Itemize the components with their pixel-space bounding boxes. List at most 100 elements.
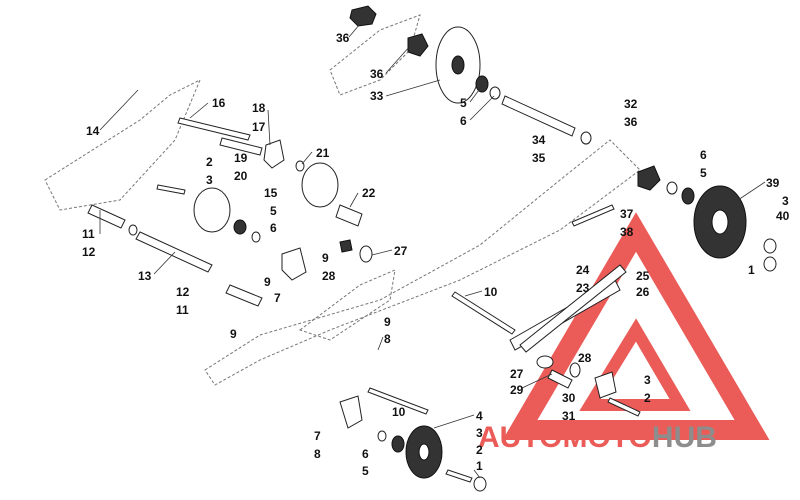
callout-6b: 6 — [270, 221, 277, 235]
callout-24: 24 — [576, 263, 590, 277]
arm-24 — [519, 264, 627, 353]
leader-33 — [385, 79, 441, 97]
callout-12a: 12 — [82, 245, 96, 259]
bolt-10 — [451, 291, 516, 335]
callout-6a: 6 — [460, 114, 467, 128]
bolt-2-bottom — [445, 469, 473, 483]
callout-23: 23 — [576, 281, 590, 295]
callout-37: 37 — [620, 207, 634, 221]
svg-text:AUTOMOTOHUB: AUTOMOTOHUB — [478, 421, 717, 454]
bolt-37 — [571, 204, 615, 227]
washer-28 — [359, 245, 373, 263]
shaft-16 — [177, 117, 251, 141]
watermark-hub: HUB — [652, 421, 717, 454]
wheel-15-right — [301, 162, 339, 208]
cap-40 — [763, 238, 777, 254]
callout-14: 14 — [86, 124, 100, 138]
leader-27a — [371, 249, 393, 256]
callout-8a: 8 — [384, 332, 391, 346]
wheel-4-center — [418, 443, 430, 461]
callout-5c: 5 — [700, 166, 707, 180]
callout-2c: 2 — [476, 443, 483, 457]
parts — [87, 5, 777, 492]
wheel-15 — [193, 187, 231, 233]
callout-29: 29 — [510, 383, 524, 397]
callout-17: 17 — [252, 120, 266, 134]
callout-4: 4 — [476, 409, 483, 423]
callout-5d: 5 — [362, 464, 369, 478]
callout-18: 18 — [252, 101, 266, 115]
callout-39: 39 — [766, 176, 780, 190]
callout-2b: 2 — [644, 391, 651, 405]
bearing-5-left — [233, 219, 247, 235]
bracket-7-lower — [339, 395, 363, 429]
leader-39 — [737, 181, 766, 201]
callout-5b: 5 — [270, 204, 277, 218]
leader-14 — [99, 89, 139, 131]
wheel-39-center — [711, 209, 729, 235]
washer-right — [666, 181, 678, 195]
callout-27b: 27 — [510, 367, 524, 381]
callout-38: 38 — [620, 225, 634, 239]
washer-6-left — [251, 231, 261, 243]
watermark-triangle-inner — [579, 318, 691, 411]
callout-28b: 28 — [578, 351, 592, 365]
watermark-auto: AUTO — [478, 421, 562, 454]
top-washer — [489, 86, 501, 100]
callout-7a: 7 — [274, 291, 281, 305]
left-rail-upper — [44, 78, 201, 211]
leader-16 — [189, 102, 209, 119]
bracket-36-right — [637, 165, 661, 191]
callout-36c: 36 — [624, 115, 638, 129]
callout-32: 32 — [624, 97, 638, 111]
leader-4 — [433, 414, 475, 429]
callout-11b: 11 — [176, 303, 189, 317]
leader-13 — [153, 251, 176, 275]
callout-13: 13 — [138, 269, 152, 283]
callout-30: 30 — [562, 391, 576, 405]
spacer-11-top — [87, 204, 126, 229]
bracket-18 — [263, 139, 285, 169]
top-bearing — [475, 75, 489, 93]
leader-22 — [349, 192, 359, 208]
top-wheel-bracket — [407, 33, 429, 57]
shaft-13 — [135, 231, 213, 273]
bracket-30 — [594, 371, 617, 399]
top-bracket — [349, 5, 377, 27]
washer-6-lower — [377, 430, 387, 442]
leader-18 — [267, 109, 271, 146]
callout-21: 21 — [316, 146, 330, 160]
watermark-triangle-outer — [502, 212, 770, 440]
callout-9a: 9 — [322, 251, 329, 265]
leader-5a — [469, 85, 483, 103]
callout-9d: 9 — [230, 327, 237, 341]
callout-36a: 36 — [336, 31, 350, 45]
spacer-17 — [219, 137, 263, 156]
callout-2a: 2 — [206, 155, 213, 169]
callout-19: 19 — [234, 151, 248, 165]
rails — [44, 14, 641, 386]
bearing-right — [681, 187, 695, 205]
callout-6d: 6 — [362, 447, 369, 461]
callout-31: 31 — [562, 409, 576, 423]
leader-lines — [99, 23, 766, 479]
watermark-logo: AUTOMOTOHUB — [478, 212, 770, 454]
bracket-7-upper — [281, 247, 307, 281]
leader-1b — [473, 469, 481, 479]
washer-28-lower — [569, 362, 581, 378]
callout-labels: 36 36 33 5 6 32 36 34 35 16 14 18 17 19 … — [82, 31, 790, 478]
callout-8b: 8 — [314, 447, 321, 461]
bearing-5-lower — [391, 435, 405, 453]
callout-27a: 27 — [394, 244, 408, 258]
spacer-11-bottom — [225, 284, 263, 307]
callout-6c: 6 — [700, 148, 707, 162]
bolt-10-lower — [367, 387, 429, 415]
shaft-34 — [501, 95, 576, 137]
top-rail — [329, 14, 421, 96]
callout-20: 20 — [234, 169, 248, 183]
callout-15: 15 — [264, 186, 278, 200]
nut-9-upper — [339, 239, 353, 253]
callout-34: 34 — [532, 133, 546, 147]
callout-10b: 10 — [392, 405, 406, 419]
